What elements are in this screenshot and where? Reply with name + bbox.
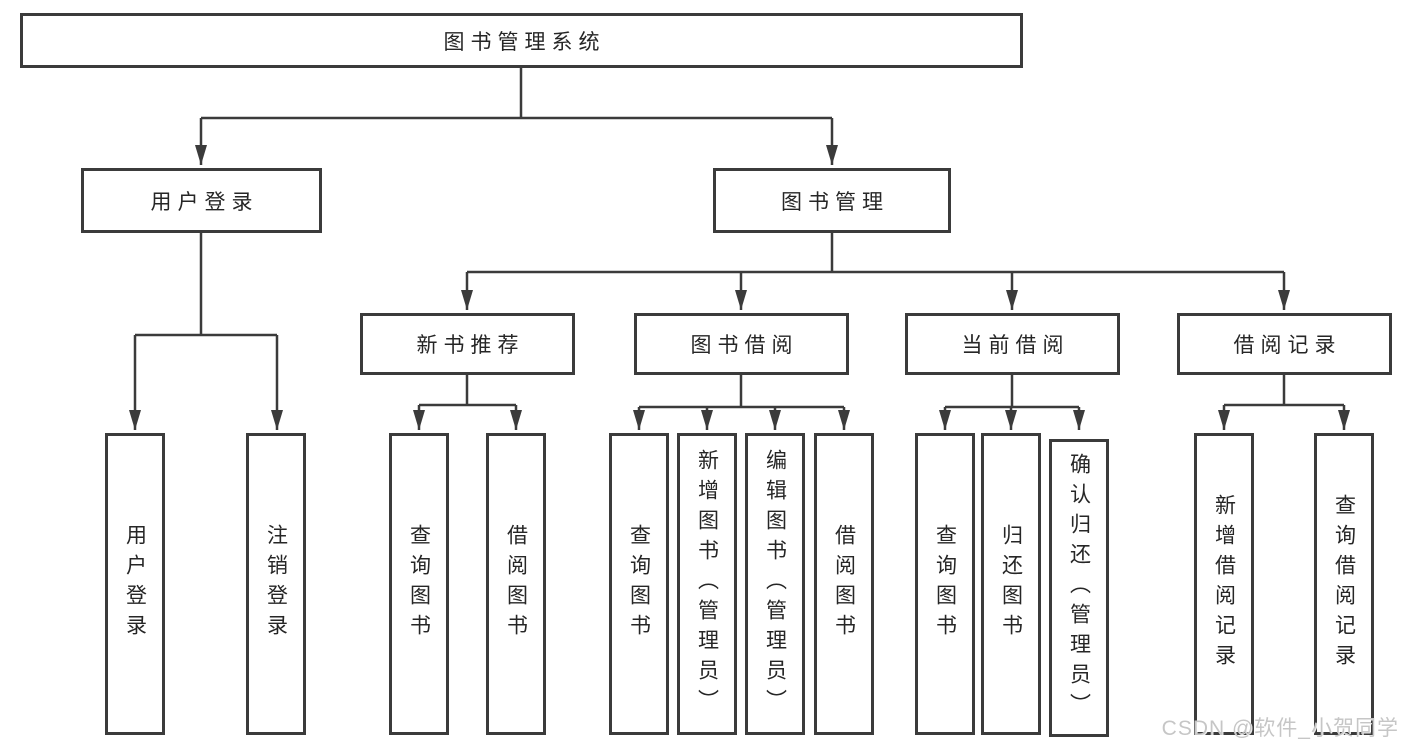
leaf-recommend-borrow-books: 借阅图书 [486,433,546,735]
node-label: 借阅图书 [832,524,856,644]
node-root: 图书管理系统 [20,13,1023,68]
leaf-records-add-record: 新增借阅记录 [1194,433,1254,735]
leaf-current-confirm-return: 确认归还（管理员） [1049,439,1109,737]
node-label: 归还图书 [999,524,1023,644]
leaf-recommend-query-books: 查询图书 [389,433,449,735]
node-label: 查询图书 [407,524,431,644]
node-label: 图书借阅 [690,334,799,357]
connector-line [135,233,277,337]
leaf-borrowing-edit-books: 编辑图书（管理员） [745,433,805,735]
leaf-logout: 注销登录 [246,433,306,735]
connector-line [1224,375,1344,407]
node-label: 图书管理系统 [443,30,606,54]
node-label: 用户登录 [123,524,147,644]
node-label: 查询图书 [627,524,651,644]
node-label: 注销登录 [264,524,288,644]
csdn-watermark: CSDN @软件_小贺同学 [1161,717,1399,740]
node-current-borrowing: 当前借阅 [905,313,1120,375]
leaf-borrowing-query-books: 查询图书 [609,433,669,735]
node-label: 借阅图书 [504,524,528,644]
leaf-records-query-record: 查询借阅记录 [1314,433,1374,735]
node-label: 编辑图书（管理员） [763,449,787,719]
node-book-borrowing: 图书借阅 [634,313,849,375]
connector-line [639,375,844,409]
node-label: 查询图书 [933,524,957,644]
leaf-borrowing-borrow-books: 借阅图书 [814,433,874,735]
connector-line [467,233,1284,274]
node-label: 确认归还（管理员） [1067,453,1091,723]
leaf-user-login: 用户登录 [105,433,165,735]
node-label: 新增图书（管理员） [695,449,719,719]
node-new-book-recommend: 新书推荐 [360,313,575,375]
node-label: 借阅记录 [1233,334,1342,357]
node-label: 查询借阅记录 [1332,494,1356,674]
leaf-current-return-books: 归还图书 [981,433,1041,735]
node-label: 新增借阅记录 [1212,494,1236,674]
leaf-borrowing-add-books: 新增图书（管理员） [677,433,737,735]
node-label: 用户登录 [150,190,259,214]
connector-line [201,68,832,120]
node-borrowing-records: 借阅记录 [1177,313,1392,375]
connector-line [945,375,1079,409]
node-label: 当前借阅 [961,334,1070,357]
leaf-current-query-books: 查询图书 [915,433,975,735]
node-label: 图书管理 [781,190,889,214]
node-book-management: 图书管理 [713,168,951,233]
connector-line [419,375,516,407]
node-user-login: 用户登录 [81,168,322,233]
node-label: 新书推荐 [416,334,525,357]
